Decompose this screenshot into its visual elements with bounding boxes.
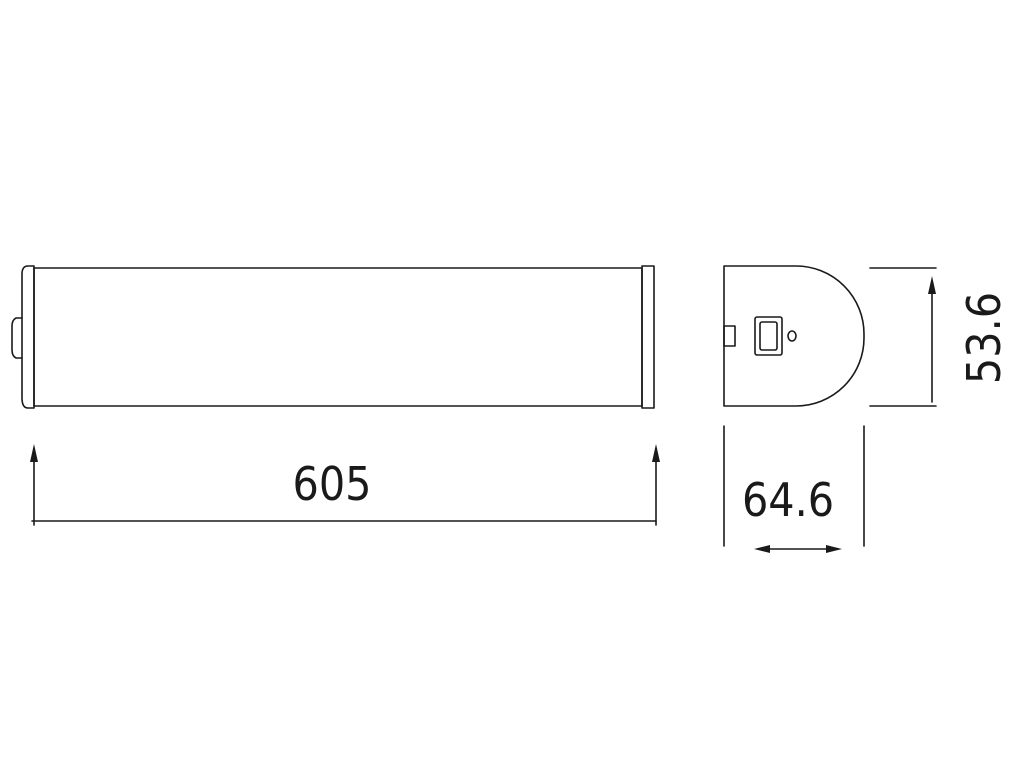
length-value: 605 xyxy=(293,457,372,511)
indicator-dot xyxy=(787,330,797,342)
switch-outer xyxy=(754,316,783,356)
left-end-cap xyxy=(21,265,35,409)
length-dimension: 605 xyxy=(30,444,660,526)
length-arrow-left xyxy=(30,444,38,462)
length-arrow-right xyxy=(652,444,660,462)
end-cap-knob xyxy=(11,317,23,359)
width-dimension: 64.6 xyxy=(723,425,865,553)
side-view xyxy=(723,265,865,407)
front-view xyxy=(11,265,655,409)
height-arrow-top xyxy=(928,276,936,294)
width-arrow-left xyxy=(754,545,770,553)
width-arrow-right xyxy=(826,545,842,553)
profile-outline xyxy=(723,265,865,407)
luminaire-body xyxy=(33,267,643,407)
switch-rocker xyxy=(759,321,778,351)
width-value: 64.6 xyxy=(742,473,834,527)
height-dimension: 53.6 xyxy=(869,267,1011,407)
profile-notch xyxy=(723,325,736,347)
right-end-cap xyxy=(641,265,655,409)
height-value: 53.6 xyxy=(957,292,1011,384)
